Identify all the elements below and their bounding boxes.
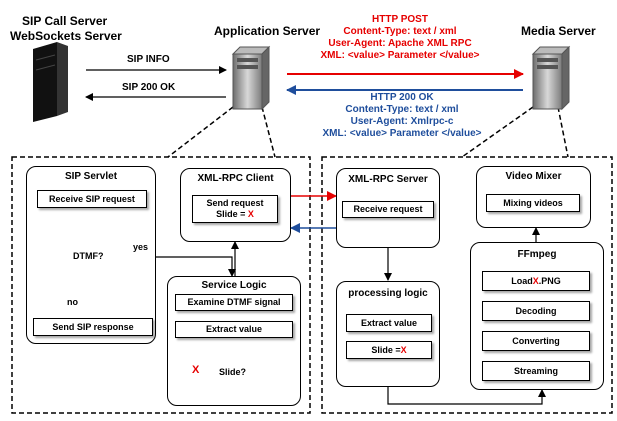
media-server-icon	[531, 45, 571, 111]
examine-dtmf-box: Examine DTMF signal	[175, 294, 293, 311]
video-mixer-title: Video Mixer	[505, 171, 562, 182]
load-var: X	[532, 275, 539, 286]
ffmpeg-title: FFmpeg	[517, 249, 557, 260]
zoom-line-media-right	[557, 106, 569, 158]
processing-logic-title: processing logic	[348, 288, 428, 299]
send-request-label: Send request	[206, 198, 264, 208]
yes-label: yes	[133, 242, 149, 252]
receive-request-box: Receive request	[342, 201, 434, 218]
load-png-box: Load X.PNG	[482, 271, 590, 291]
websockets-server-label: WebSockets Server	[10, 29, 122, 43]
converting-box: Converting	[482, 331, 590, 351]
http-200-ok-line1: HTTP 200 OK	[370, 92, 434, 103]
service-logic-title: Service Logic	[201, 280, 267, 291]
xmlrpc-server-title: XML-RPC Server	[348, 174, 428, 185]
processing-extract-value-box: Extract value	[346, 314, 432, 332]
client-slide-var: X	[247, 209, 254, 219]
processing-slide-box: Slide = X	[346, 341, 432, 359]
xmlrpc-client-title: XML-RPC Client	[197, 173, 274, 184]
http-post-line3: User-Agent: Apache XML RPC	[328, 38, 472, 49]
send-sip-response-box: Send SIP response	[33, 318, 153, 336]
load-prefix: Load	[511, 275, 533, 286]
no-label: no	[67, 297, 78, 307]
http-post-label: HTTP POST Content-Type: text / xml User-…	[292, 14, 508, 62]
http-200-ok-line3: User-Agent: Xmlrpc-c	[350, 116, 454, 127]
client-slide-prefix: Slide =	[216, 209, 248, 219]
receive-sip-request-box: Receive SIP request	[37, 190, 147, 208]
processing-slide-prefix: Slide =	[371, 344, 401, 355]
http-post-line1: HTTP POST	[372, 14, 428, 25]
zoom-line-app-left	[167, 106, 234, 158]
service-output-var: X	[192, 364, 200, 376]
media-server-container	[321, 156, 613, 414]
service-extract-value-box: Extract value	[175, 321, 293, 338]
http-post-line4: XML: <value> Parameter </value>	[320, 50, 480, 61]
decoding-box: Decoding	[482, 301, 590, 321]
mixing-videos-box: Mixing videos	[486, 194, 580, 212]
streaming-box: Streaming	[482, 361, 590, 381]
http-200-ok-line4: XML: <value> Parameter </value>	[322, 128, 482, 139]
sip-servlet-title: SIP Servlet	[64, 171, 118, 182]
application-server-icon	[231, 45, 271, 111]
sip-info-label: SIP INFO	[127, 54, 170, 65]
client-slide-line: Slide = X	[216, 209, 254, 220]
http-post-line2: Content-Type: text / xml	[343, 26, 457, 37]
http-200-ok-label: HTTP 200 OK Content-Type: text / xml Use…	[292, 92, 512, 140]
load-suffix: .PNG	[538, 275, 561, 286]
slide-decision-label: Slide?	[219, 367, 247, 377]
zoom-line-media-left	[461, 106, 534, 158]
zoom-line-app-right	[261, 106, 276, 158]
application-server-label: Application Server	[214, 24, 321, 38]
sip-200-ok-label: SIP 200 OK	[122, 82, 176, 93]
processing-logic-group: processing logic	[336, 281, 440, 387]
media-server-label: Media Server	[521, 24, 596, 38]
http-200-ok-line2: Content-Type: text / xml	[345, 104, 459, 115]
dtmf-decision-label: DTMF?	[73, 251, 104, 261]
application-server-container	[11, 156, 311, 414]
processing-slide-var: X	[400, 344, 407, 355]
send-request-box: Send request Slide = X	[192, 195, 278, 223]
sip-server-icon	[33, 42, 68, 122]
sip-call-server-label: SIP Call Server	[22, 14, 108, 28]
